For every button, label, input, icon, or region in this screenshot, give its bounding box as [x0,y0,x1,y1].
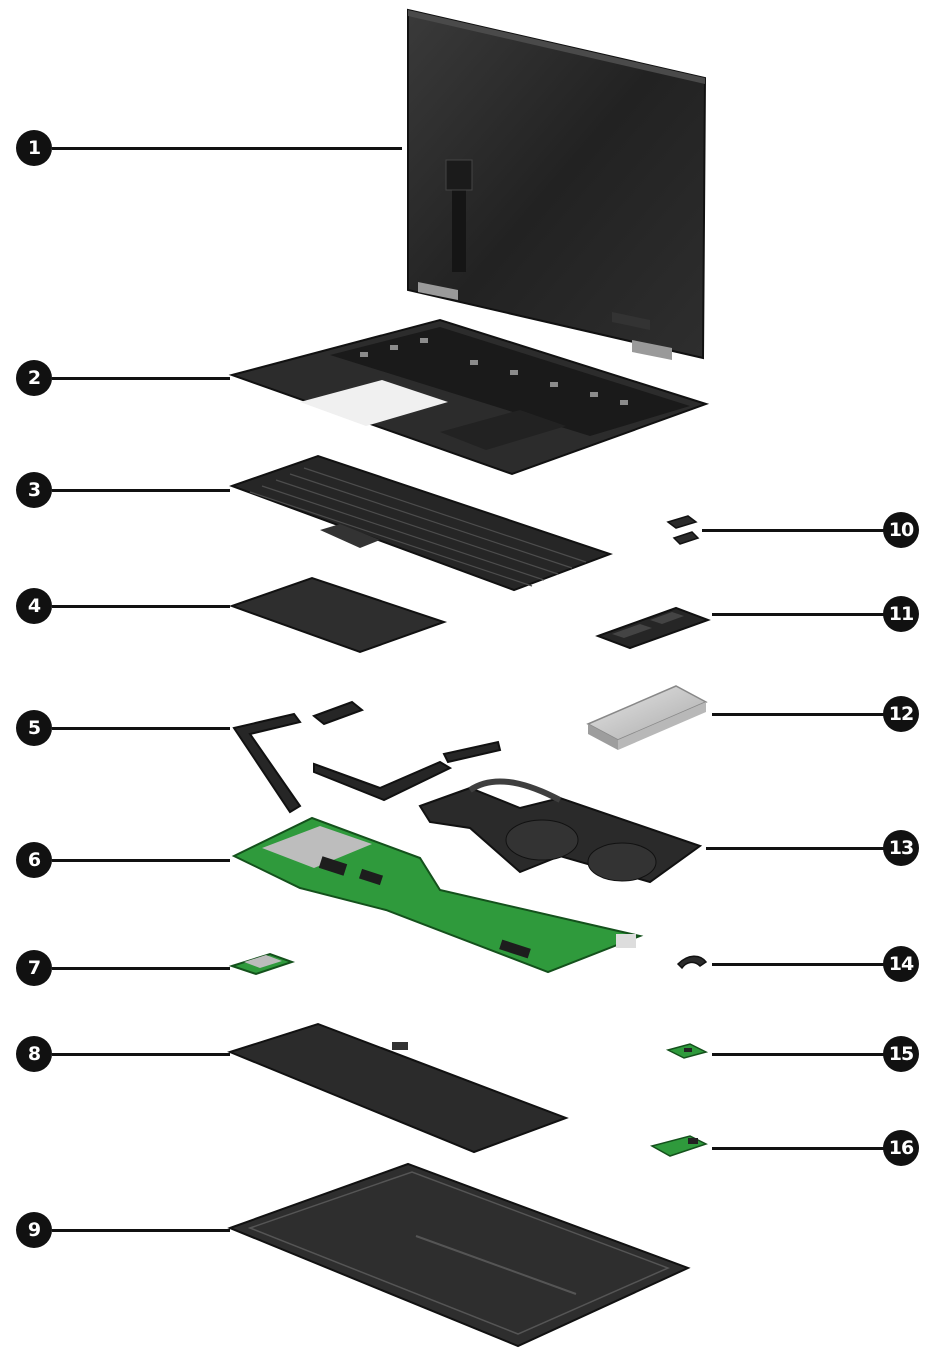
display-assembly [407,8,707,360]
ssd-thermal-shield [586,685,708,750]
callout-7: 7 [16,950,52,986]
callout-3: 3 [16,472,52,508]
leader-line-14 [712,963,884,966]
leader-line-6 [52,859,230,862]
leader-line-13 [706,847,884,850]
callout-16: 16 [883,1130,919,1166]
leader-line-3 [52,489,230,492]
system-board [231,816,644,974]
leader-line-5 [52,727,230,730]
callout-13: 13 [883,830,919,866]
battery [227,1022,569,1154]
leader-line-16 [712,1147,884,1150]
callout-12: 12 [883,696,919,732]
leader-line-9 [52,1229,230,1232]
callout-9: 9 [16,1212,52,1248]
io-board [650,1135,708,1157]
touchpad [229,576,448,654]
callout-2: 2 [16,360,52,396]
keyboard [229,454,613,592]
leader-line-2 [52,377,230,380]
fan-heat-sink-assembly [418,778,703,884]
callout-5: 5 [16,710,52,746]
cable [676,955,708,970]
wlan-module [228,952,296,976]
leader-line-12 [712,713,884,716]
callout-11: 11 [883,596,919,632]
leader-line-4 [52,605,230,608]
callout-4: 4 [16,588,52,624]
leader-line-11 [712,613,884,616]
small-board [665,1043,709,1059]
top-cover [228,318,710,476]
bottom-cover [227,1162,691,1348]
callout-6: 6 [16,842,52,878]
callout-1: 1 [16,130,52,166]
leader-line-1 [52,147,402,150]
leader-line-8 [52,1053,230,1056]
callout-15: 15 [883,1036,919,1072]
leader-line-15 [712,1053,884,1056]
callout-8: 8 [16,1036,52,1072]
leader-line-10 [702,529,884,532]
solid-state-drive [595,606,711,650]
callout-14: 14 [883,946,919,982]
callout-10: 10 [883,512,919,548]
bracket [666,515,700,545]
leader-line-7 [52,967,230,970]
speakers [232,700,502,814]
